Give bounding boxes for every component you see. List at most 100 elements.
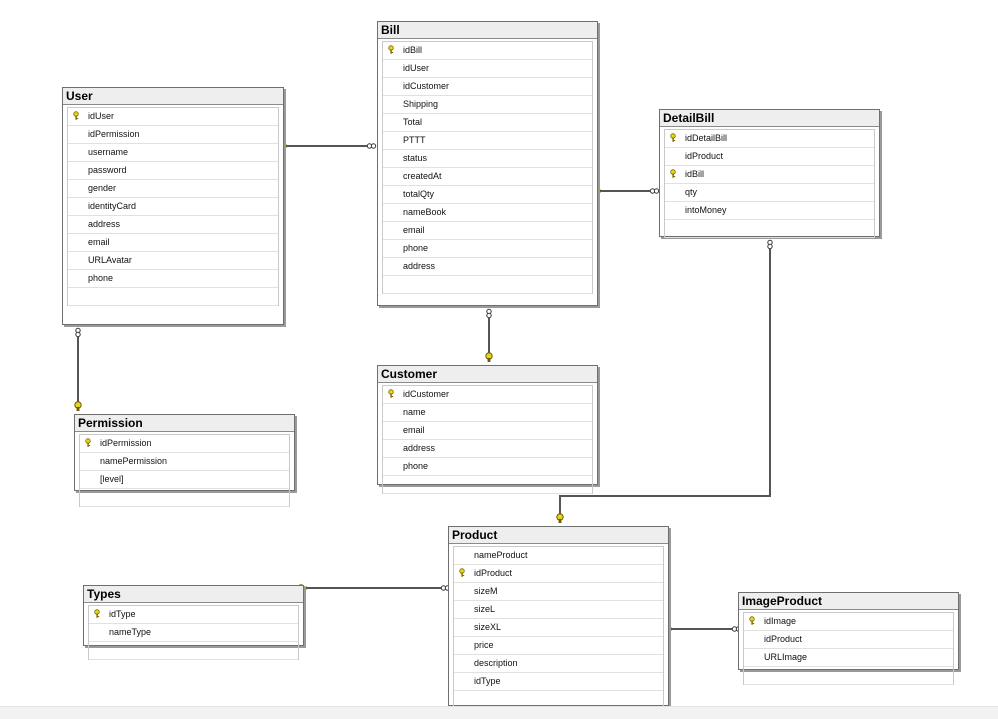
column-name: namePermission <box>100 456 168 466</box>
column-row[interactable]: nameType <box>89 624 298 642</box>
column-row[interactable]: idType <box>454 673 663 691</box>
column-name: idType <box>109 609 136 619</box>
column-name: idCustomer <box>403 81 450 91</box>
column-row[interactable]: address <box>383 440 592 458</box>
column-row[interactable]: idDetailBill <box>665 130 874 148</box>
column-row[interactable]: idPermission <box>80 435 289 453</box>
column-row[interactable]: Total <box>383 114 592 132</box>
column-row[interactable]: sizeL <box>454 601 663 619</box>
column-name: idImage <box>764 616 797 626</box>
column-row[interactable]: status <box>383 150 592 168</box>
column-row[interactable]: idPermission <box>68 126 278 144</box>
column-row[interactable]: name <box>383 404 592 422</box>
column-list: idType nameType <box>88 605 299 660</box>
key-icon <box>669 166 679 183</box>
column-row[interactable]: totalQty <box>383 186 592 204</box>
column-row[interactable]: idType <box>89 606 298 624</box>
column-name: idBill <box>403 45 423 55</box>
infinity-icon <box>767 239 773 250</box>
column-row[interactable]: Shipping <box>383 96 592 114</box>
column-row[interactable]: email <box>383 422 592 440</box>
column-row[interactable]: sizeXL <box>454 619 663 637</box>
column-row[interactable]: idUser <box>383 60 592 78</box>
column-row[interactable]: phone <box>68 270 278 288</box>
column-row[interactable]: idProduct <box>744 631 953 649</box>
column-row[interactable]: namePermission <box>80 453 289 471</box>
column-row[interactable]: password <box>68 162 278 180</box>
column-row[interactable]: description <box>454 655 663 673</box>
column-row[interactable]: username <box>68 144 278 162</box>
column-name: Total <box>403 117 423 127</box>
key-connector-icon <box>485 352 493 362</box>
column-name: idType <box>474 676 501 686</box>
column-row[interactable]: idProduct <box>454 565 663 583</box>
column-row[interactable]: createdAt <box>383 168 592 186</box>
column-row[interactable]: identityCard <box>68 198 278 216</box>
column-row[interactable]: sizeM <box>454 583 663 601</box>
column-row[interactable]: idUser <box>68 108 278 126</box>
column-name: intoMoney <box>685 205 727 215</box>
column-row[interactable]: idProduct <box>665 148 874 166</box>
column-row[interactable]: phone <box>383 240 592 258</box>
column-row[interactable]: idImage <box>744 613 953 631</box>
column-row[interactable]: nameBook <box>383 204 592 222</box>
empty-row <box>665 220 874 238</box>
column-row[interactable]: address <box>68 216 278 234</box>
column-name: createdAt <box>403 171 442 181</box>
key-connector-icon <box>556 513 564 523</box>
column-row[interactable]: idCustomer <box>383 386 592 404</box>
column-name: nameBook <box>403 207 447 217</box>
column-name: sizeL <box>474 604 496 614</box>
column-row[interactable]: address <box>383 258 592 276</box>
column-row[interactable]: URLImage <box>744 649 953 667</box>
column-row[interactable]: idBill <box>665 166 874 184</box>
empty-row <box>744 667 953 685</box>
column-row[interactable]: intoMoney <box>665 202 874 220</box>
column-name: nameProduct <box>474 550 528 560</box>
column-name: phone <box>403 243 429 253</box>
column-row[interactable]: idCustomer <box>383 78 592 96</box>
column-row[interactable]: price <box>454 637 663 655</box>
column-row[interactable]: [level] <box>80 471 289 489</box>
column-row[interactable]: nameProduct <box>454 547 663 565</box>
bottom-strip <box>0 706 998 719</box>
column-name: address <box>403 443 436 453</box>
column-row[interactable]: qty <box>665 184 874 202</box>
empty-row <box>383 476 592 494</box>
column-name: idPermission <box>88 129 140 139</box>
column-name: gender <box>88 183 117 193</box>
table-title: DetailBill <box>660 110 879 127</box>
column-name: name <box>403 407 426 417</box>
column-row[interactable]: URLAvatar <box>68 252 278 270</box>
column-name: idDetailBill <box>685 133 728 143</box>
column-row[interactable]: gender <box>68 180 278 198</box>
infinity-icon <box>75 327 81 338</box>
infinity-icon <box>649 188 660 194</box>
column-name: idUser <box>403 63 430 73</box>
column-list: idPermission namePermission [level] <box>79 434 290 507</box>
column-row[interactable]: email <box>383 222 592 240</box>
column-name: [level] <box>100 474 124 484</box>
empty-row <box>80 489 289 507</box>
column-row[interactable]: email <box>68 234 278 252</box>
column-name: description <box>474 658 518 668</box>
column-name: status <box>403 153 428 163</box>
column-row[interactable]: phone <box>383 458 592 476</box>
column-name: qty <box>685 187 698 197</box>
key-connector-icon <box>74 401 82 411</box>
column-row[interactable]: idBill <box>383 42 592 60</box>
column-row[interactable]: PTTT <box>383 132 592 150</box>
column-name: PTTT <box>403 135 426 145</box>
